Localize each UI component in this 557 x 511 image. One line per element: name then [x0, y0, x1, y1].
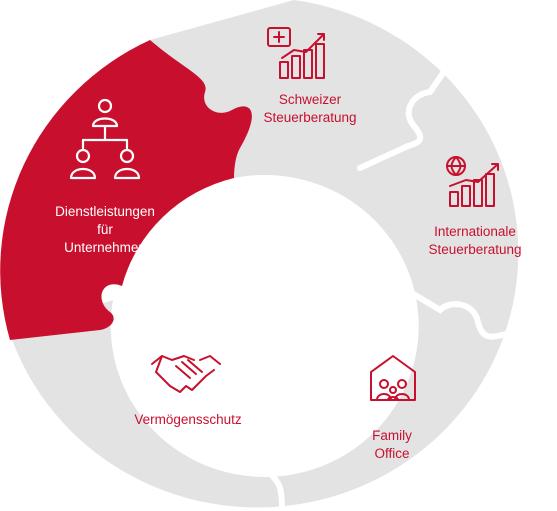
swiss-chart-icon — [267, 27, 325, 79]
label-family-line: Family — [372, 428, 412, 443]
segment-dienstleistungen[interactable] — [0, 40, 252, 340]
label-vermoegen-line: Vermögensschutz — [134, 412, 242, 427]
label-dienstleistungen-line: Dienstleistungen — [55, 204, 155, 219]
globe-chart-icon — [446, 156, 499, 207]
label-schweizer-line: Schweizer — [279, 92, 342, 107]
org-chart-icon — [69, 98, 141, 180]
label-international-line: Internationale — [434, 224, 516, 239]
label-dienstleistungen-line: für — [97, 222, 113, 237]
handshake-icon — [151, 355, 221, 393]
label-schweizer-line: Steuerberatung — [263, 110, 356, 125]
puzzle-seams — [258, 57, 547, 511]
ring-base — [10, 0, 519, 508]
label-family-line: Office — [374, 446, 409, 461]
label-international-line: Steuerberatung — [428, 242, 521, 257]
label-dienstleistungen-line: Unternehmen — [64, 240, 146, 255]
family-house-icon — [370, 355, 416, 401]
label-vermoegen: Vermögensschutz — [134, 412, 242, 427]
